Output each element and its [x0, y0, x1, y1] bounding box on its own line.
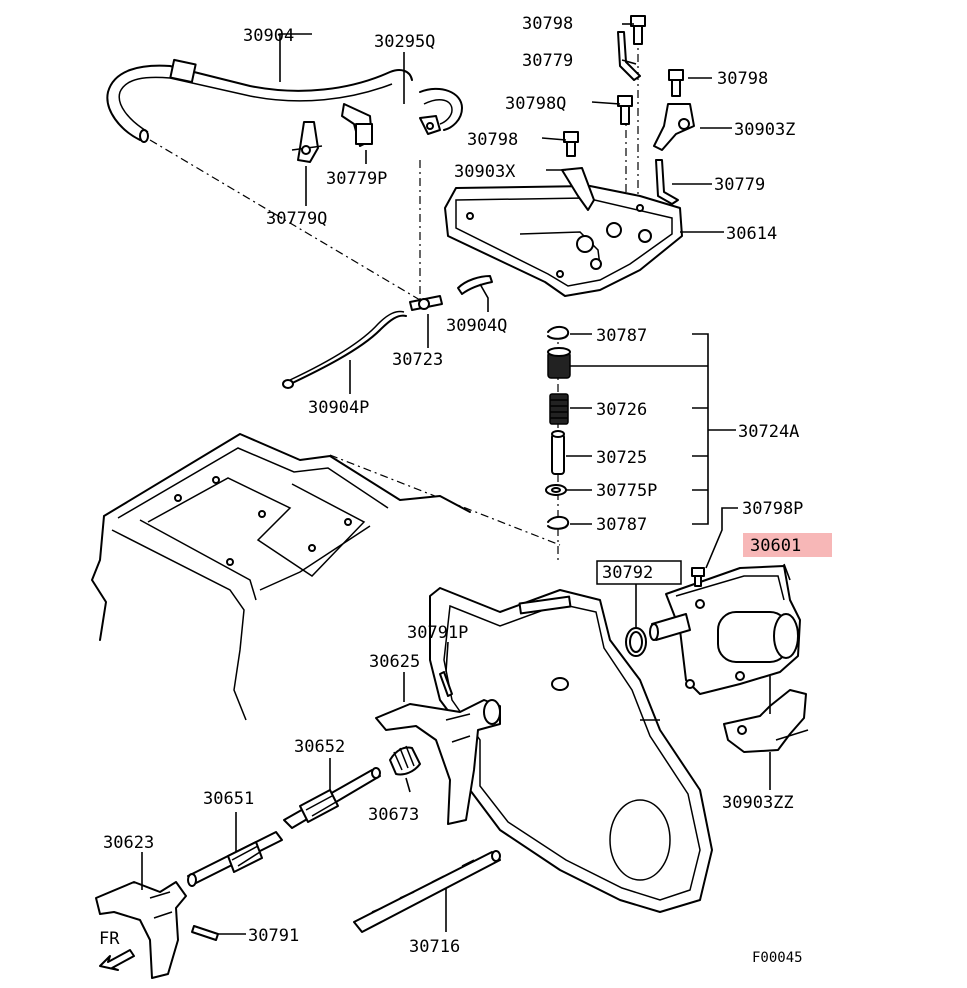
label-30779-b[interactable]: 30779 [714, 175, 765, 195]
label-30779-a[interactable]: 30779 [522, 51, 573, 71]
bracket-30779-a [617, 31, 641, 81]
label-30798p[interactable]: 30798P [742, 499, 803, 519]
clip-30779p [341, 103, 373, 147]
clip-30295q [419, 115, 441, 135]
shift-fork-30623 [95, 881, 187, 979]
bolt-30798-a [630, 15, 646, 45]
plug-30724a [547, 347, 571, 379]
pin-30791p [439, 671, 453, 697]
label-30673[interactable]: 30673 [368, 805, 419, 825]
label-30724a[interactable]: 30724A [738, 422, 799, 442]
label-30779p[interactable]: 30779P [326, 169, 387, 189]
joint-30723 [409, 295, 443, 311]
bolt-30798q [617, 95, 633, 125]
label-30904q[interactable]: 30904Q [446, 316, 507, 336]
label-30903zz[interactable]: 30903ZZ [722, 793, 794, 813]
label-30625[interactable]: 30625 [369, 652, 420, 672]
bracket-30903x [561, 167, 595, 211]
figure-code: F00045 [752, 950, 803, 966]
front-arrow-icon [99, 949, 135, 971]
snap-ring-30787-b [547, 516, 570, 530]
label-30725[interactable]: 30725 [596, 448, 647, 468]
label-30798-b[interactable]: 30798 [717, 69, 768, 89]
label-30723[interactable]: 30723 [392, 350, 443, 370]
label-30903x[interactable]: 30903X [454, 162, 516, 182]
spring-30726 [549, 393, 569, 425]
label-30775p[interactable]: 30775P [596, 481, 657, 501]
label-fr: FR [99, 929, 120, 949]
label-30903z[interactable]: 30903Z [734, 120, 795, 140]
rail-30716 [353, 850, 501, 933]
label-30904p[interactable]: 30904P [308, 398, 369, 418]
spring-30673 [389, 745, 421, 776]
shift-fork-30625 [375, 699, 501, 825]
pin-30791 [191, 925, 219, 941]
label-30726[interactable]: 30726 [596, 400, 647, 420]
hose-30904p [282, 310, 407, 389]
label-30295q[interactable]: 30295Q [374, 32, 435, 52]
clip-30779q [291, 121, 323, 163]
washer-30775p [545, 484, 567, 496]
label-30601[interactable]: 30601 [750, 536, 801, 556]
hose-30904q [457, 275, 493, 295]
highlight-30601 [743, 533, 832, 557]
label-30791p[interactable]: 30791P [407, 623, 468, 643]
shaft-30651 [187, 831, 283, 887]
bolt-30798-b [668, 69, 684, 97]
housing-right [429, 587, 713, 913]
label-30787-a[interactable]: 30787 [596, 326, 647, 346]
pin-30725 [551, 430, 565, 475]
label-30798-a[interactable]: 30798 [522, 14, 573, 34]
hose-30904 [106, 58, 463, 143]
label-30716[interactable]: 30716 [409, 937, 460, 957]
bracket-30903z [653, 103, 695, 151]
box-30792 [596, 560, 682, 585]
cover-30614 [444, 185, 683, 297]
label-30791[interactable]: 30791 [248, 926, 299, 946]
bracket-30779-b [655, 159, 679, 205]
bolt-30798p [691, 567, 705, 587]
part-labels: 30904 30295Q 30798 30779 30798 30798Q 30… [99, 14, 803, 966]
label-30614[interactable]: 30614 [726, 224, 777, 244]
label-30787-b[interactable]: 30787 [596, 515, 647, 535]
label-30623[interactable]: 30623 [103, 833, 154, 853]
label-30904[interactable]: 30904 [243, 26, 294, 46]
label-30652[interactable]: 30652 [294, 737, 345, 757]
snap-ring-30787-a [547, 326, 570, 340]
label-30798q[interactable]: 30798Q [505, 94, 566, 114]
bolt-30798-c [563, 131, 579, 157]
label-30798-c[interactable]: 30798 [467, 130, 518, 150]
housing-left [91, 433, 471, 721]
oring-30792 [625, 627, 647, 657]
shaft-30652 [283, 767, 381, 829]
label-30779q[interactable]: 30779Q [266, 209, 327, 229]
bracket-30903zz [723, 689, 809, 753]
label-30792[interactable]: 30792 [602, 563, 653, 583]
label-30651[interactable]: 30651 [203, 789, 254, 809]
leader-lines [141, 23, 791, 935]
actuator-30601 [649, 565, 801, 695]
